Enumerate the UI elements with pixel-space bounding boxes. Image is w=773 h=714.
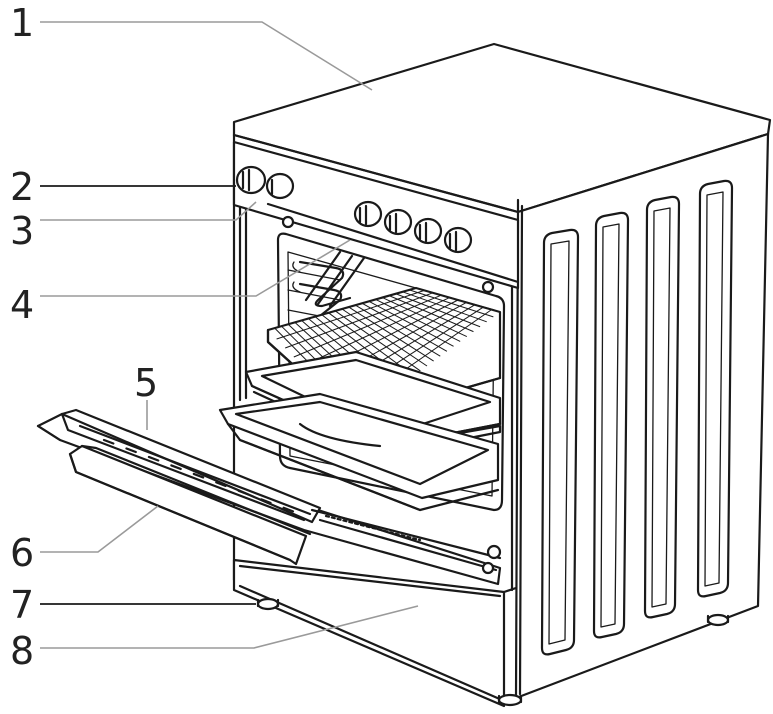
leader-4: [40, 239, 351, 297]
baking-tray-lower: [218, 392, 500, 512]
leader-3: [40, 201, 257, 221]
callout-5: 5: [134, 361, 158, 405]
front-frame: [232, 133, 514, 592]
rack-wire: [302, 297, 450, 367]
callout-3: 3: [10, 209, 34, 253]
callout-4: 4: [10, 283, 34, 327]
side-panel: [514, 132, 770, 700]
grill-element: [298, 250, 366, 318]
control-knob-left: [235, 165, 267, 195]
oven-door: [36, 408, 502, 586]
leader-1: [40, 21, 373, 91]
leader-8: [40, 605, 419, 649]
rack-wire: [285, 292, 433, 349]
callout-6: 6: [10, 531, 34, 575]
callout-2: 2: [10, 165, 34, 209]
control-panel: [232, 140, 520, 294]
control-knob-1: [353, 200, 383, 228]
adjustable-feet: [256, 597, 730, 707]
leader-lines: [40, 21, 419, 649]
callout-1: 1: [10, 1, 34, 45]
rack-wire: [293, 294, 442, 358]
control-knob-4: [443, 226, 473, 254]
control-knob-2: [383, 208, 413, 236]
rack-wire: [276, 289, 425, 340]
door-handle: [68, 444, 312, 566]
callout-7: 7: [10, 583, 34, 627]
callout-8: 8: [10, 629, 34, 673]
leader-6: [40, 505, 159, 553]
storage-drawer: [232, 558, 518, 708]
control-knob-left-2: [265, 172, 295, 200]
callout-labels: 1 2 3 4 5 6 7 8: [10, 1, 158, 673]
control-knob-3: [413, 217, 443, 245]
cooker-illustration: [36, 42, 772, 708]
